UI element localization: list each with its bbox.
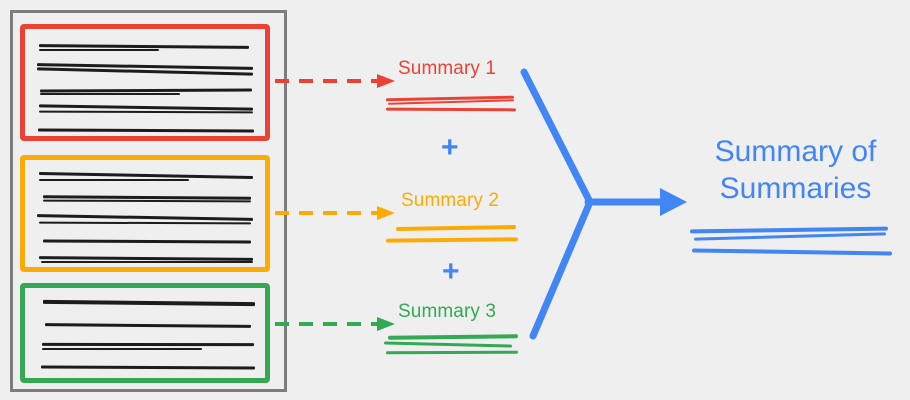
- final-output-line-2: Summaries: [719, 171, 872, 205]
- final-output-line-1: Summary of: [714, 135, 877, 168]
- plus-operator-1: +: [441, 131, 459, 164]
- dashed-line: [275, 79, 377, 83]
- connector-arrow-2: [275, 206, 395, 220]
- scribble-line: [385, 237, 519, 243]
- final-output-title: Summary of Summaries: [693, 134, 898, 207]
- plus-operator-2: +: [442, 255, 460, 288]
- arrowhead: [377, 317, 395, 331]
- text-line: [36, 214, 254, 221]
- text-line: [42, 199, 252, 203]
- text-line: [37, 128, 255, 133]
- arrowhead: [377, 74, 395, 88]
- text-line: [39, 88, 253, 93]
- summary-2-label: Summary 2: [401, 190, 500, 211]
- summary-3-label: Summary 3: [398, 301, 497, 322]
- text-line: [38, 221, 252, 225]
- summary-2-scribbles: [385, 222, 519, 244]
- scribble-line: [395, 224, 517, 232]
- final-output-scribbles: [689, 222, 895, 262]
- summary-1-scribbles: [385, 92, 518, 114]
- text-line: [42, 239, 252, 244]
- summary-3-scribbles: [383, 332, 520, 358]
- document-chunk-3[interactable]: [20, 283, 270, 383]
- merge-arrowhead: [660, 188, 687, 216]
- text-line: [42, 299, 256, 307]
- scribble-line: [385, 350, 519, 355]
- text-line: [38, 171, 254, 180]
- scribble-line: [691, 248, 893, 256]
- summary-1-label: Summary 1: [398, 58, 497, 79]
- text-line: [39, 179, 189, 181]
- scribble-line: [385, 107, 517, 112]
- scribble-line: [693, 232, 887, 241]
- connector-arrow-1: [275, 74, 395, 88]
- connector-arrow-3: [275, 317, 395, 331]
- text-line: [42, 348, 202, 350]
- text-line: [41, 261, 253, 263]
- document-chunk-1[interactable]: [20, 24, 270, 141]
- text-line: [40, 93, 180, 95]
- text-line: [40, 365, 256, 370]
- scribble-line: [387, 334, 519, 340]
- merge-branch-bottom: [529, 198, 594, 340]
- scribble-line: [383, 341, 513, 348]
- text-line: [41, 342, 255, 347]
- text-line: [39, 49, 159, 51]
- merge-connector: [520, 68, 687, 340]
- arrowhead: [377, 206, 395, 220]
- dashed-line: [275, 322, 377, 326]
- text-line: [44, 323, 252, 328]
- dashed-line: [275, 211, 377, 215]
- document-chunk-2[interactable]: [20, 155, 270, 272]
- text-line: [38, 110, 254, 114]
- text-line: [38, 104, 254, 111]
- merge-branch-top: [520, 68, 594, 206]
